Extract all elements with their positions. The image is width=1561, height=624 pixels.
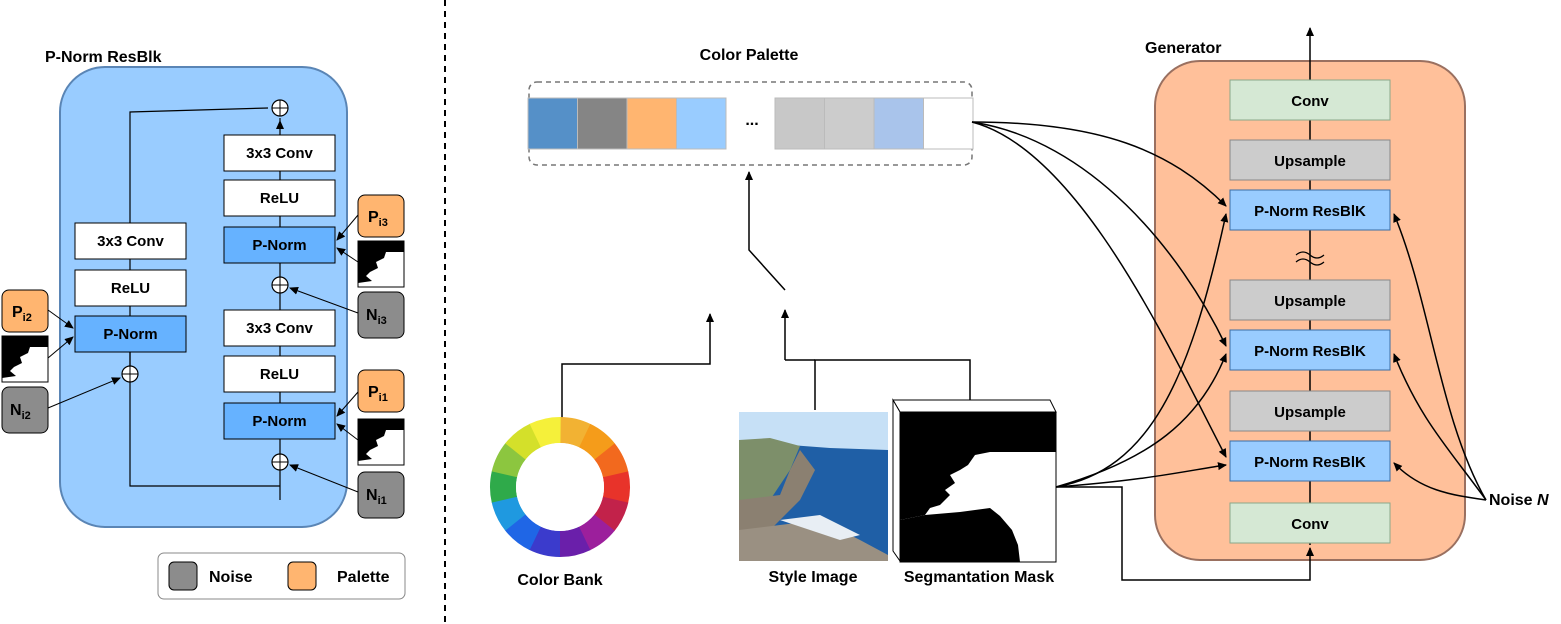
noise-input-i1 <box>357 471 405 519</box>
gen-conv-bottom-label: Conv <box>1291 516 1329 533</box>
color-ring-segment <box>578 514 615 551</box>
pnorm-block-skip <box>74 315 187 353</box>
palette-swatch <box>873 97 924 150</box>
svg-text:Ni3: Ni3 <box>366 307 387 327</box>
conv-block-top-label: 3x3 Conv <box>246 145 313 162</box>
conv-block-bottom-label: 3x3 Conv <box>246 320 313 337</box>
gen-resblk-3 <box>1229 440 1391 482</box>
palette-swatches-left <box>527 97 727 150</box>
mask-thumb-i1 <box>357 418 405 466</box>
color-ring-segment <box>602 471 630 504</box>
color-bank-label: Color Bank <box>517 572 602 589</box>
colorbank-arrow <box>561 313 714 420</box>
seg-mask-label: Segmantation Mask <box>904 569 1054 586</box>
color-ring-segment <box>594 443 629 478</box>
gen-upsample-2-label: Upsample <box>1274 293 1346 310</box>
style-image <box>739 412 888 561</box>
noise-to-generator-arrows <box>1393 213 1487 501</box>
color-ring-segment <box>559 526 591 558</box>
gen-resblk-2 <box>1229 329 1391 371</box>
legend-palette-label: Palette <box>337 569 390 586</box>
gen-conv-bottom <box>1229 502 1391 544</box>
segmentation-mask <box>892 398 1057 563</box>
sum-node-n1 <box>271 453 289 471</box>
palette-swatch <box>626 97 677 150</box>
palette-input-arrow <box>745 171 786 291</box>
gen-conv-top <box>1229 79 1391 121</box>
color-ring-segment <box>505 423 542 460</box>
color-ring-segment <box>490 470 518 503</box>
svg-text:Ni1: Ni1 <box>366 487 387 507</box>
palette-swatch <box>676 97 727 150</box>
conv-block-skip-label: 3x3 Conv <box>97 233 164 250</box>
noise-label: Noise N <box>1489 492 1549 509</box>
gen-conv-top-label: Conv <box>1291 93 1329 110</box>
svg-text:Pi2: Pi2 <box>12 304 32 324</box>
gen-resblk-1 <box>1229 189 1391 231</box>
gen-resblk-3-label: P-Norm ResBlK <box>1254 454 1366 471</box>
palette-input-i1 <box>357 369 405 413</box>
color-ring-segment <box>529 417 561 448</box>
gen-resblk-2-label: P-Norm ResBlK <box>1254 343 1366 360</box>
conv-block-bottom <box>223 309 336 347</box>
mask-thumb-i3 <box>357 240 405 288</box>
mask-thumb-i2 <box>1 335 49 383</box>
legend-noise-swatch <box>168 561 198 591</box>
style-image-label: Style Image <box>769 569 858 586</box>
conv-block-top <box>223 134 336 172</box>
break-mark-top <box>1295 251 1325 259</box>
palette-input-i3 <box>357 194 405 238</box>
gen-upsample-1-label: Upsample <box>1274 153 1346 170</box>
sum-node-n3 <box>271 276 289 294</box>
relu-block-skip-label: ReLU <box>111 280 150 297</box>
palette-input-i2 <box>1 289 49 333</box>
palette-ellipsis: ... <box>745 112 758 129</box>
pnorm-block-bottom <box>223 402 336 440</box>
color-ring-segment <box>491 442 526 478</box>
svg-text:Pi3: Pi3 <box>368 209 388 229</box>
relu-block-top-label: ReLU <box>260 190 299 207</box>
break-mark-bottom <box>1295 258 1325 266</box>
gen-upsample-3 <box>1229 390 1391 432</box>
mask-to-generator-arrows <box>1055 213 1314 581</box>
conv-block-skip <box>74 222 187 260</box>
palette-swatch <box>923 97 974 150</box>
pnorm-block-top-label: P-Norm <box>252 237 306 254</box>
relu-block-bottom-label: ReLU <box>260 366 299 383</box>
gen-resblk-1-label: P-Norm ResBlK <box>1254 203 1366 220</box>
color-bank-hole <box>516 443 604 531</box>
color-ring-segment <box>594 496 629 532</box>
color-ring-segment <box>491 496 526 531</box>
color-bank-wheel <box>490 417 630 558</box>
generator-title: Generator <box>1145 40 1221 57</box>
color-palette-title: Color Palette <box>700 47 799 64</box>
palette-swatch <box>577 97 628 150</box>
legend-palette-swatch <box>287 561 317 591</box>
noise-input-i2 <box>1 386 49 434</box>
noise-input-i3 <box>357 291 405 339</box>
pnorm-block-skip-label: P-Norm <box>103 326 157 343</box>
sum-node-top <box>271 99 289 117</box>
pnorm-block-top <box>223 226 336 264</box>
palette-to-generator-arrows <box>971 121 1227 458</box>
gen-upsample-2 <box>1229 279 1391 321</box>
pnorm-block-bottom-label: P-Norm <box>252 413 306 430</box>
legend-box <box>157 552 406 600</box>
sum-node-n2 <box>121 365 139 383</box>
left-panel-title: P-Norm ResBlk <box>45 49 162 66</box>
svg-text:Ni2: Ni2 <box>10 402 31 422</box>
legend-noise-label: Noise <box>209 569 253 586</box>
palette-swatch <box>824 97 875 150</box>
palette-swatches-right <box>774 97 974 150</box>
palette-swatch <box>774 97 825 150</box>
relu-block-top <box>223 179 336 217</box>
palette-swatch <box>527 97 578 150</box>
svg-text:Pi1: Pi1 <box>368 384 388 404</box>
gen-upsample-1 <box>1229 139 1391 181</box>
relu-block-skip <box>74 269 187 307</box>
relu-block-bottom <box>223 355 336 393</box>
gen-upsample-3-label: Upsample <box>1274 404 1346 421</box>
